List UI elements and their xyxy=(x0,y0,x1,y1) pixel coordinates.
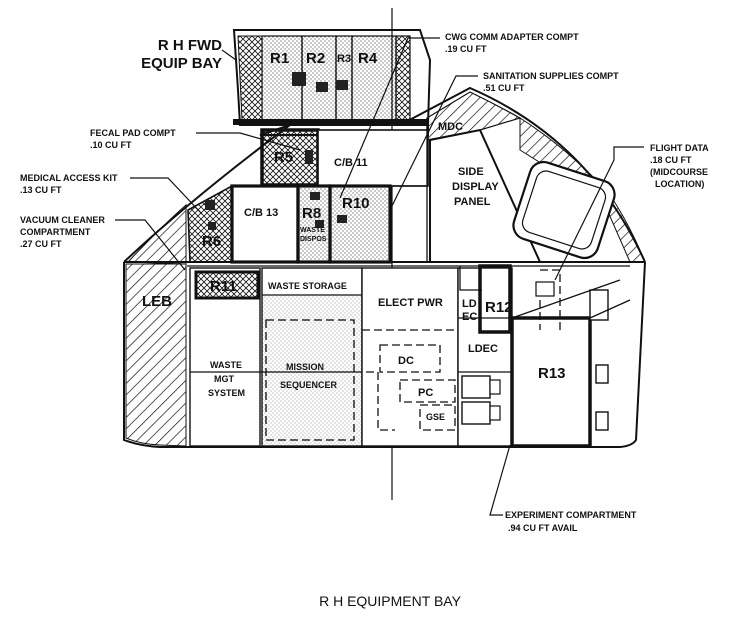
medical-callout-line2: .13 CU FT xyxy=(20,185,62,195)
rh-fwd-label-line2: EQUIP BAY xyxy=(141,55,222,72)
cb13-row xyxy=(187,184,392,264)
side-display-label-line1: SIDE xyxy=(458,166,484,178)
side-display-label-line2: DISPLAY xyxy=(452,181,499,193)
r11-label: R11 xyxy=(210,278,237,295)
fecal-callout-line2: .10 CU FT xyxy=(90,140,132,150)
waste-storage-label: WASTE STORAGE xyxy=(268,281,347,291)
mission-seq-label-line1: MISSION xyxy=(286,362,324,372)
dc-label: DC xyxy=(398,355,414,367)
r2-label: R2 xyxy=(306,50,325,67)
medical-callout-line1: MEDICAL ACCESS KIT xyxy=(20,173,118,183)
leb-label: LEB xyxy=(142,293,172,310)
mission-seq-label-line2: SEQUENCER xyxy=(280,380,338,390)
lower-bay xyxy=(189,264,631,448)
vacuum-callout-line1: VACUUM CLEANER xyxy=(20,215,105,225)
rh-fwd-label-line1: R H FWD xyxy=(158,37,222,54)
right-hull-hatch xyxy=(604,194,646,263)
ldec-lower-label: LDEC xyxy=(468,343,498,355)
waste-dispos-label-line2: DISPOS xyxy=(300,236,327,243)
fecal-callout-line1: FECAL PAD COMPT xyxy=(90,128,176,138)
r5-label: R5 xyxy=(274,149,293,166)
waste-mgt-label-line1: WASTE xyxy=(210,360,242,370)
gse-label: GSE xyxy=(426,412,445,422)
r3-label: R3 xyxy=(337,53,351,65)
elect-pwr-label: ELECT PWR xyxy=(378,297,443,309)
pc-label: PC xyxy=(418,387,433,399)
side-display-panel xyxy=(429,128,542,263)
experiment-callout-line1: EXPERIMENT COMPARTMENT xyxy=(505,510,637,520)
r10-label: R10 xyxy=(342,195,370,212)
mdc-hatched-region xyxy=(426,91,522,141)
cb11-label: C/B 11 xyxy=(334,157,368,169)
waste-dispos-label-line1: WASTE xyxy=(300,227,325,234)
flight-data-callout-line1: FLIGHT DATA xyxy=(650,143,709,153)
r1-label: R1 xyxy=(270,50,289,67)
ldec-upper-label-line2: EC xyxy=(462,311,477,323)
sanitation-callout-line1: SANITATION SUPPLIES COMPT xyxy=(483,71,619,81)
cwg-callout-line2: .19 CU FT xyxy=(445,44,487,54)
cwg-callout-line1: CWG COMM ADAPTER COMPT xyxy=(445,32,579,42)
leb-hatched-region xyxy=(125,263,187,447)
leader-lines xyxy=(115,37,644,516)
sanitation-callout-line2: .51 CU FT xyxy=(483,83,525,93)
cb13-label: C/B 13 xyxy=(244,207,278,219)
flight-data-callout-line2: .18 CU FT xyxy=(650,155,692,165)
side-display-label-line3: PANEL xyxy=(454,196,491,208)
vacuum-callout-line2: COMPARTMENT xyxy=(20,227,91,237)
waste-mgt-label-line3: SYSTEM xyxy=(208,388,245,398)
r4-label: R4 xyxy=(358,50,378,67)
flight-data-callout-line4: LOCATION) xyxy=(655,179,704,189)
ldec-upper-label-line1: LD xyxy=(462,298,477,310)
r8-label: R8 xyxy=(302,205,321,222)
mdc-label: MDC xyxy=(438,121,463,133)
window-inner xyxy=(521,170,607,250)
rh-fwd-equip-bay-block xyxy=(232,29,432,126)
diagram-title: R H EQUIPMENT BAY xyxy=(319,593,462,609)
r6-label: R6 xyxy=(202,233,221,250)
waste-mgt-label-line2: MGT xyxy=(214,374,234,384)
window xyxy=(512,160,616,260)
r12-label: R12 xyxy=(485,299,513,316)
flight-data-callout-line3: (MIDCOURSE xyxy=(650,167,708,177)
r13-label: R13 xyxy=(538,365,566,382)
experiment-callout-line2: .94 CU FT AVAIL xyxy=(508,523,578,533)
middle-structure xyxy=(259,124,429,187)
vacuum-callout-line3: .27 CU FT xyxy=(20,239,62,249)
